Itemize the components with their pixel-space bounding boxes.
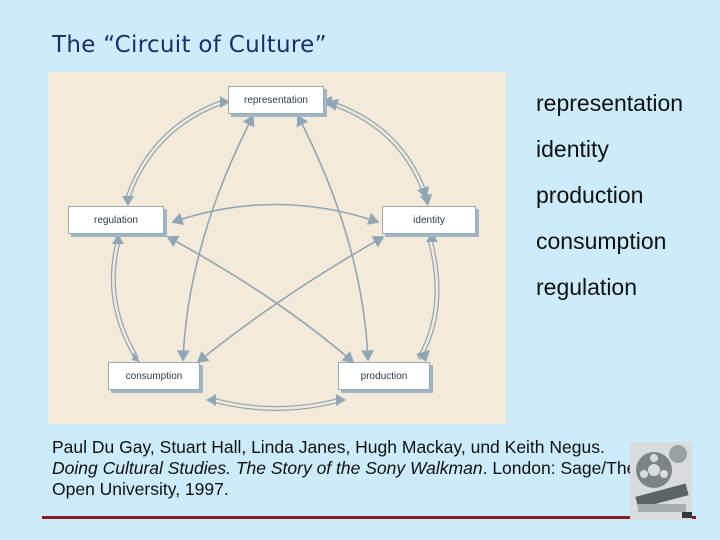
term-production: production [536, 182, 644, 208]
citation-authors: Paul Du Gay, Stuart Hall, Linda Janes, H… [52, 437, 605, 457]
citation-publisher: . London: Sage/The Open University, 1997… [52, 458, 637, 499]
arrow-representation-identity [325, 99, 429, 200]
citation: Paul Du Gay, Stuart Hall, Linda Janes, H… [52, 437, 642, 500]
node-identity: identity [382, 206, 476, 234]
node-production: production [338, 362, 430, 390]
circuit-of-culture-diagram: representation regulation identity consu… [48, 72, 506, 424]
term-list: representation identity production consu… [536, 88, 686, 318]
term-representation: representation [536, 90, 684, 116]
slide-title: The “Circuit of Culture” [52, 32, 327, 58]
footer-rule [42, 516, 696, 519]
term-consumption: consumption [536, 228, 667, 254]
arrow-regulation-production [166, 235, 355, 364]
arrow-regulation-identity [171, 203, 380, 225]
citation-book-title: Doing Cultural Studies. The Story of the… [52, 458, 483, 478]
arrow-consumption-regulation [110, 239, 139, 360]
node-representation: representation [228, 86, 324, 114]
term-regulation: regulation [536, 274, 638, 300]
arrow-regulation-representation [125, 99, 226, 200]
node-consumption: consumption [108, 362, 200, 390]
arrow-representation-consumption [177, 114, 255, 362]
term-identity: identity [536, 136, 609, 162]
diagram-arrows [110, 96, 440, 411]
film-reel-icon [630, 442, 692, 520]
arrow-representation-production [296, 114, 374, 362]
node-regulation: regulation [68, 206, 164, 234]
arrow-identity-consumption [196, 236, 385, 364]
